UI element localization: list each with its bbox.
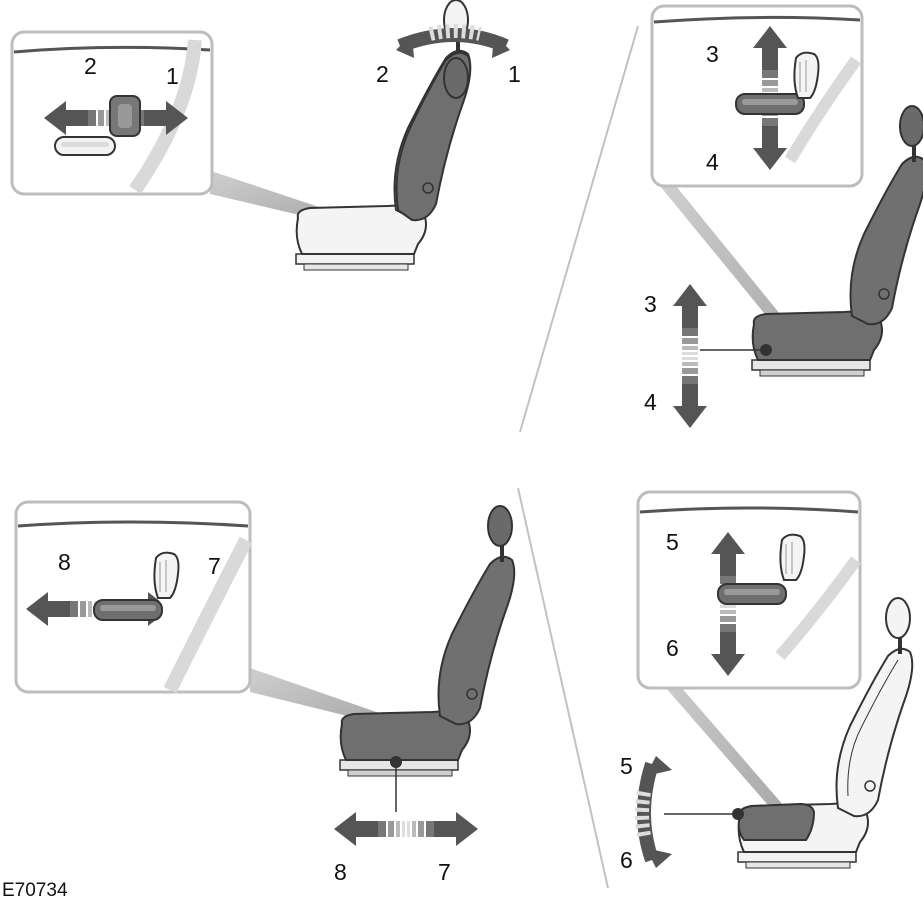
side-2-label-top: 3 [644, 291, 657, 317]
inset-1-label-right: 1 [166, 63, 179, 89]
inset-2-label-top: 3 [706, 41, 719, 67]
panel-bottom-right: 5 6 5 6 [620, 490, 914, 873]
side-4-label-top: 5 [620, 753, 633, 779]
side-2-label-bottom: 4 [644, 389, 657, 415]
figure-reference-id: E70734 [2, 880, 68, 901]
inset-1-label-left: 2 [84, 53, 97, 79]
inset-3-label-left: 8 [58, 549, 71, 575]
divider-bottom [517, 487, 609, 889]
headrest-label-right: 1 [508, 61, 521, 87]
inset-3-label-right: 7 [208, 553, 221, 579]
cushion-tilt-arrow [635, 756, 672, 868]
panel-top-left: 2 1 2 1 [10, 0, 521, 271]
seat-4-cushion-dark [737, 802, 816, 841]
headrest-label-left: 2 [376, 61, 389, 87]
headrest-tilt-arrow [396, 24, 510, 58]
inset-2-label-bottom: 4 [706, 149, 719, 175]
panel-top-right: 3 4 3 4 [644, 4, 923, 428]
inset-4-label-top: 5 [666, 529, 679, 555]
divider-top [519, 25, 639, 433]
bottom-3-label-left: 8 [334, 859, 347, 885]
bottom-3-label-right: 7 [438, 859, 451, 885]
inset-4-label-bottom: 6 [666, 635, 679, 661]
panel-bottom-left: 8 7 8 7 [14, 500, 516, 885]
side-4-label-bottom: 6 [620, 847, 633, 873]
